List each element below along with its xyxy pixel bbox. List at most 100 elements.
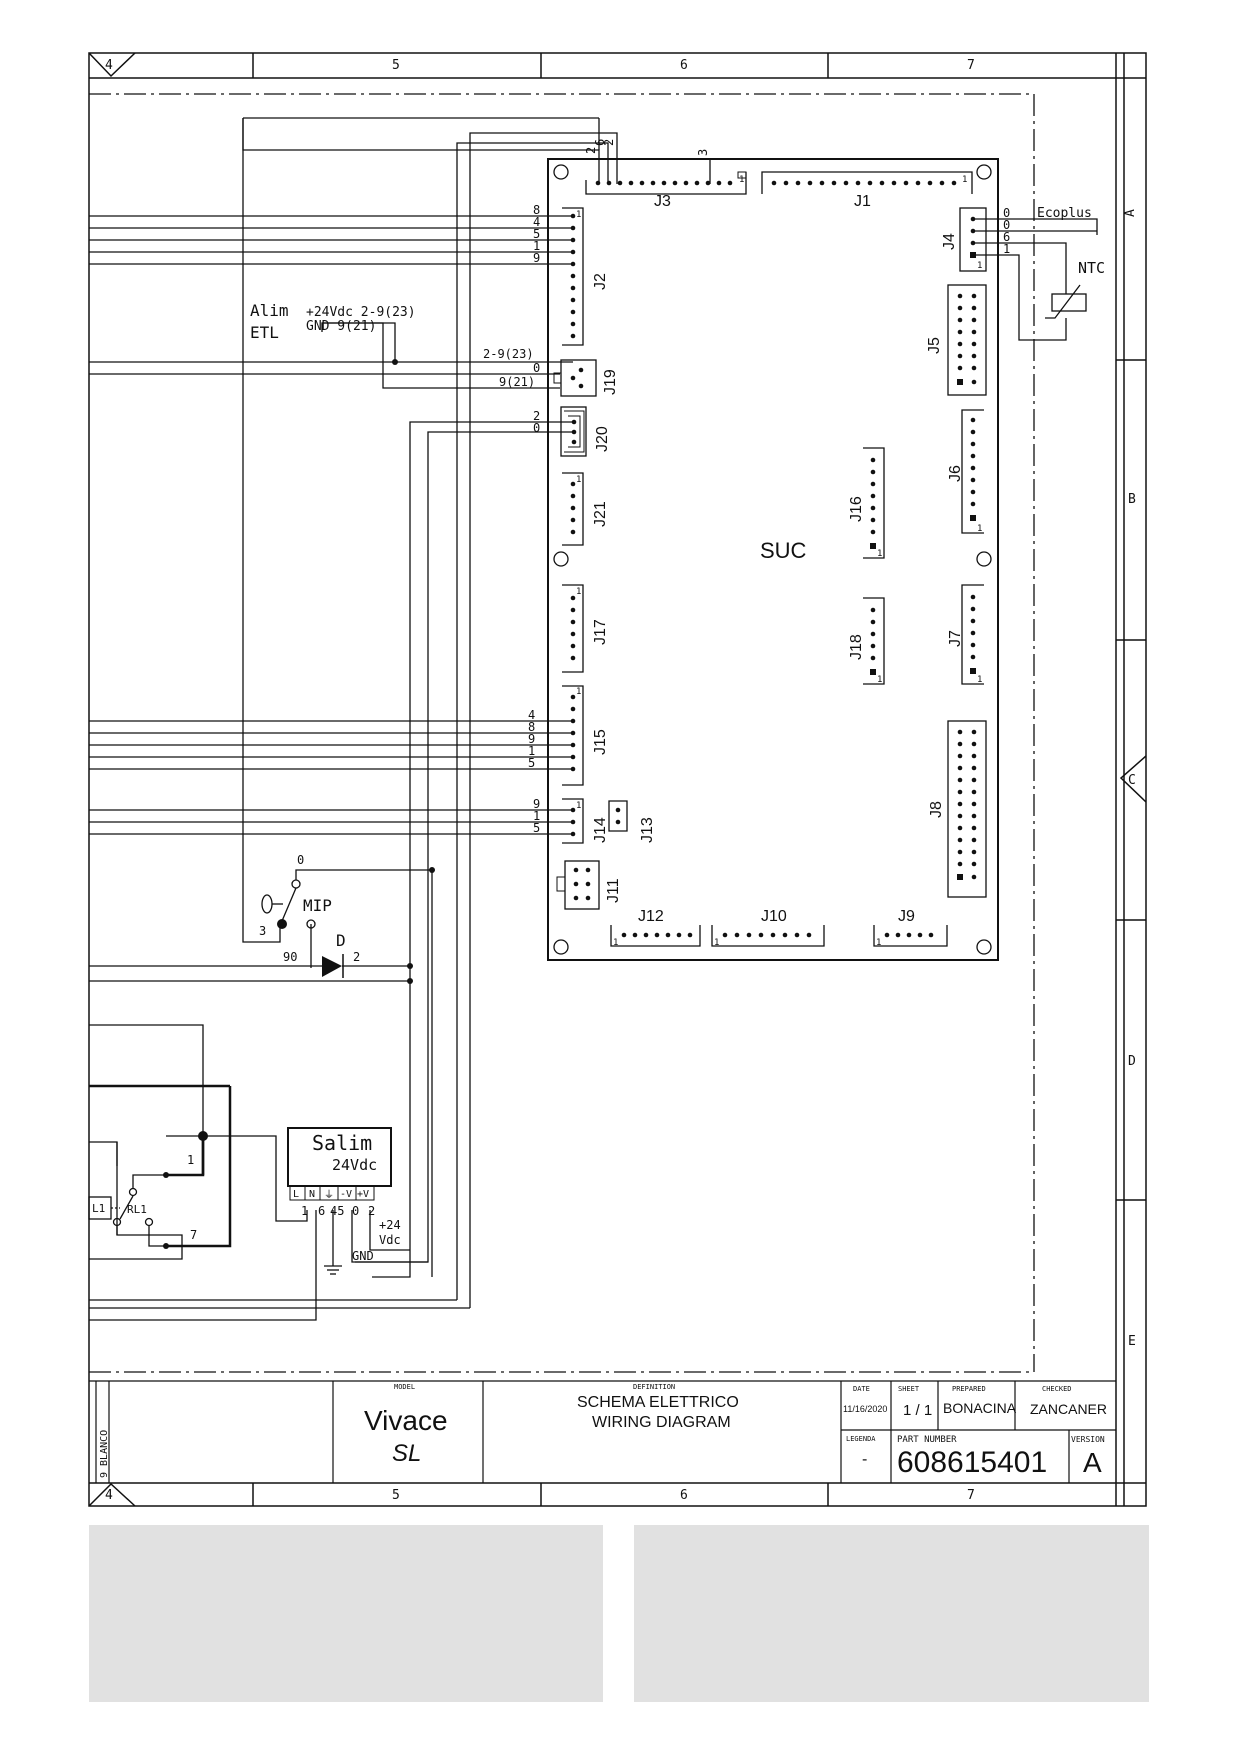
salim-wire-45: 45 [330, 1204, 344, 1218]
j14-wire-1: 1 [533, 809, 540, 823]
label-j21: J21 [592, 501, 609, 527]
j4-wire-0a: 0 [1003, 206, 1010, 220]
connector-j18: 1 J18 [848, 597, 885, 685]
model-caption: MODEL [394, 1383, 415, 1391]
mip-switch-icon [261, 879, 316, 929]
label-j7: J7 [947, 630, 964, 647]
vdc-label-1: +24 [379, 1218, 401, 1232]
part-number: 608615401 [897, 1446, 1047, 1479]
grey-panel-left [89, 1525, 603, 1702]
pin-one-j1: 1 [962, 175, 967, 185]
suc-board: SUC 1 J3 1 [547, 158, 999, 961]
connector-j3: 1 J3 [585, 171, 747, 210]
row-label-d: D [1128, 1054, 1136, 1069]
title-block [89, 1380, 1116, 1483]
checked-caption: CHECKED [1042, 1385, 1072, 1393]
definition-line1: SCHEMA ELETTRICO [577, 1394, 739, 1411]
salim-wire-2: 2 [368, 1204, 375, 1218]
connector-j17: 1 J17 [562, 584, 609, 673]
label-j18: J18 [848, 634, 865, 660]
suc-board-outline [547, 158, 999, 961]
label-j3: J3 [654, 193, 671, 210]
relay-pin-7: 7 [190, 1228, 197, 1242]
definition-caption: DEFINITION [633, 1383, 675, 1391]
pin-one-j17: 1 [576, 587, 581, 597]
legenda-value: - [862, 1451, 867, 1468]
alim-line1: +24Vdc 2-9(23) [306, 305, 416, 320]
pin-one-j21: 1 [576, 475, 581, 485]
salim-voltage: 24Vdc [332, 1156, 377, 1174]
sheet-caption: SHEET [898, 1385, 920, 1393]
col-label-top-6: 6 [680, 58, 688, 73]
alim-etl-block: Alim ETL +24Vdc 2-9(23) GND 9(21) [250, 301, 416, 342]
j2-wire-9: 9 [533, 251, 540, 265]
connector-j7: 1 J7 [947, 584, 984, 685]
grey-panel-right [634, 1525, 1149, 1702]
ntc-sensor-symbol [1051, 293, 1087, 312]
j19-wire-0: 0 [533, 361, 540, 375]
j2-wire-4: 4 [533, 215, 540, 229]
j15-wire-5: 5 [528, 756, 535, 770]
definition-line2: WIRING DIAGRAM [592, 1414, 731, 1431]
pin-one-j12: 1 [613, 938, 618, 948]
part-caption: PART NUMBER [897, 1435, 957, 1445]
j19-wire-9-21: 9(21) [499, 375, 535, 389]
label-j11: J11 [605, 878, 622, 903]
j4-wire-1: 1 [1003, 242, 1010, 256]
j15-wire-9: 9 [528, 732, 535, 746]
label-j4: J4 [941, 233, 958, 250]
ecoplus-label: Ecoplus [1037, 206, 1092, 221]
label-j12: J12 [638, 908, 664, 925]
mip-switch: MIP 0 3 [259, 853, 332, 938]
diode-pin-2: 2 [353, 950, 360, 964]
relay-coil-label: L1 [92, 1202, 105, 1215]
salim-terminal-pos: +V [357, 1189, 369, 1200]
connector-j13: J13 [608, 800, 656, 843]
col-label-bottom-5: 5 [392, 1488, 400, 1503]
j20-wire-2: 2 [533, 409, 540, 423]
salim-terminal-l: L [293, 1189, 299, 1200]
relay-contact-symbol [111, 1174, 166, 1247]
salim-wire-6: 6 [318, 1204, 325, 1218]
diode-label: D [336, 931, 346, 950]
connector-j21: 1 J21 [562, 472, 609, 546]
connector-j15: 1 J15 [562, 685, 609, 786]
pin-one-j2: 1 [576, 210, 581, 220]
connector-j8: J8 [928, 720, 987, 898]
row-label-c: C [1128, 773, 1136, 788]
j14-wire-5: 5 [533, 821, 540, 835]
salim-terminal-neg: -V [340, 1189, 352, 1200]
ecoplus-ntc: Ecoplus NTC [1037, 206, 1105, 319]
salim-wire-1: 1 [301, 1204, 308, 1218]
label-j14: J14 [592, 817, 609, 843]
ntc-label: NTC [1078, 259, 1105, 277]
mip-pin-0: 0 [297, 853, 304, 867]
j3-wire-2a: 2 [584, 147, 598, 154]
diode-pin-90: 90 [283, 950, 297, 964]
connector-j4: 1 J4 [941, 207, 987, 272]
j19-wire-2-9: 2-9(23) [483, 347, 534, 361]
frame-labels: 4 5 6 7 4 5 6 7 A B C D E [105, 58, 1138, 1503]
prepared-value: BONACINA [943, 1400, 1017, 1416]
connector-j16: 1 J16 [848, 447, 885, 559]
salim-terminal-n: N [309, 1189, 315, 1200]
vdc-label-2: Vdc [379, 1233, 401, 1247]
pin-one-j10: 1 [714, 938, 719, 948]
connector-j1: 1 J1 [761, 171, 973, 210]
connector-j12: 1 J12 [610, 908, 701, 948]
title-block-text: 9 BLANCO MODEL Vivace SL DEFINITION SCHE… [99, 1383, 1107, 1479]
salim-terminal-earth: ⏚ [324, 1189, 334, 1201]
pin-one-j16: 1 [877, 549, 882, 559]
prepared-caption: PREPARED [952, 1385, 986, 1393]
version-value: A [1083, 1447, 1102, 1478]
diode-symbol [322, 956, 342, 977]
model-name: Vivace [364, 1405, 448, 1436]
connector-j10: 1 J10 [711, 908, 825, 948]
connector-j9: 1 J9 [873, 908, 948, 948]
col-label-bottom-6: 6 [680, 1488, 688, 1503]
mip-label: MIP [303, 896, 332, 915]
salim-title: Salim [312, 1131, 372, 1155]
alim-title: Alim [250, 301, 289, 320]
j2-wire-8: 8 [533, 203, 540, 217]
